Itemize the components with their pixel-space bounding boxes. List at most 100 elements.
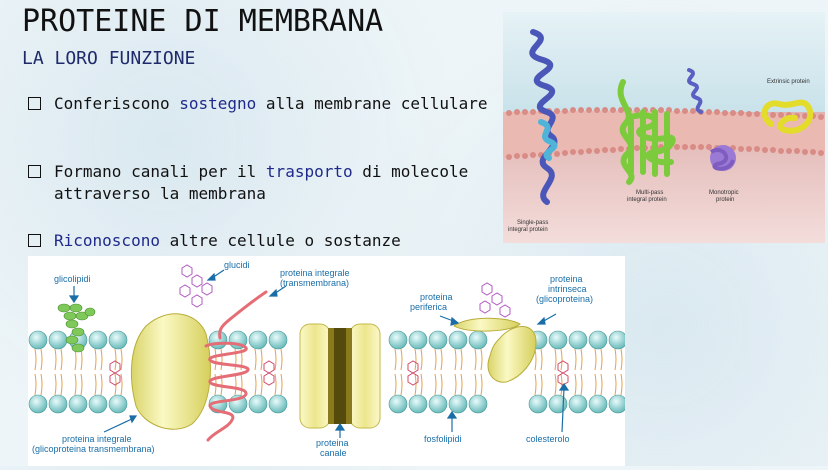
fatty-acid-tail	[394, 348, 397, 371]
fatty-acid-tail	[400, 348, 403, 371]
fatty-acid-tail	[280, 373, 283, 396]
fatty-acid-tail	[400, 373, 403, 396]
fatty-acid-tail	[440, 348, 443, 371]
bullet-keyword: sostegno	[179, 94, 257, 113]
label-integrale-1: proteina integrale	[280, 268, 350, 278]
fatty-acid-tail	[120, 348, 123, 371]
fatty-acid-tail	[54, 348, 57, 371]
monotropic-protein	[709, 145, 736, 171]
phospholipid-head	[568, 394, 588, 414]
checkbox-bullet-icon	[28, 234, 41, 247]
fatty-acid-tail	[540, 373, 543, 396]
label-canale-2: canale	[320, 448, 347, 458]
fatty-acid-tail	[454, 348, 457, 371]
phospholipid-head	[408, 394, 428, 414]
fatty-acid-tail	[60, 348, 63, 371]
label-intrinseca-3: (glicoproteina)	[536, 294, 593, 304]
glucidi-intrinsic-icon	[479, 282, 511, 318]
transmembrane-helix	[204, 290, 268, 442]
fatty-acid-tail	[100, 348, 103, 371]
phospholipid-head	[268, 394, 288, 414]
label-monotropic-1: Monotropic	[709, 190, 739, 196]
fatty-acid-tail	[554, 373, 557, 396]
phospholipid-head	[108, 394, 128, 414]
fatty-acid-tail	[614, 373, 617, 396]
fatty-acid-tail	[480, 373, 483, 396]
fatty-acid-tail	[280, 348, 283, 371]
label-intrinseca-1: proteina	[550, 274, 583, 284]
fatty-acid-tail	[100, 373, 103, 396]
phospholipid-head	[568, 330, 588, 350]
fatty-acid-tail	[54, 373, 57, 396]
bullet-keyword: Riconoscono	[54, 231, 160, 250]
label-singlepass-1: Single-pass	[517, 220, 548, 226]
fatty-acid-tail	[440, 373, 443, 396]
glucidi-icon	[179, 264, 213, 308]
label-glico-1: proteina integrale	[62, 434, 132, 444]
phospholipid-head	[28, 394, 48, 414]
fatty-acid-tail	[234, 373, 237, 396]
phospholipid-head	[548, 330, 568, 350]
label-extrinsic: Extrinsic protein	[767, 79, 810, 85]
checkbox-bullet-icon	[28, 97, 41, 110]
label-canale-1: proteina	[316, 438, 349, 448]
fatty-acid-tail	[254, 373, 257, 396]
slide-subtitle: LA LORO FUNZIONE	[22, 48, 196, 69]
fatty-acid-tail	[40, 348, 43, 371]
bullet-text-after: altre cellule o sostanze	[159, 231, 401, 250]
small-helix	[687, 68, 703, 114]
phospholipid-head	[428, 394, 448, 414]
label-arrows	[68, 269, 570, 438]
fatty-acid-tail	[454, 373, 457, 396]
bullet-keyword: trasporto	[265, 162, 353, 181]
phospholipid-head	[608, 330, 628, 350]
fatty-acid-tail	[474, 373, 477, 396]
label-multipass-1: Multi-pass	[636, 190, 663, 196]
label-singlepass-2: integral protein	[508, 227, 548, 233]
phospholipid-head	[428, 330, 448, 350]
fatty-acid-tail	[600, 348, 603, 371]
label-periferica-1: proteina	[420, 292, 453, 302]
fatty-acid-tail	[234, 348, 237, 371]
phospholipid-head	[608, 394, 628, 414]
phospholipid-head	[68, 394, 88, 414]
membrane-diagram: glicolipidi glucidi proteina integrale (…	[28, 256, 628, 466]
fatty-acid-tail	[420, 373, 423, 396]
fatty-acid-tail	[94, 373, 97, 396]
phospholipid-head	[88, 394, 108, 414]
phospholipid-head	[588, 394, 608, 414]
fatty-acid-tail	[260, 348, 263, 371]
fatty-acid-tail	[274, 373, 277, 396]
bullet-riconoscono: Riconoscono altre cellule o sostanze	[28, 230, 498, 252]
bullet-text-after: alla membrane cellulare	[256, 94, 488, 113]
fatty-acid-tail	[254, 348, 257, 371]
fatty-acid-tail	[214, 348, 217, 371]
bullet-trasporto: Formano canali per il trasporto di molec…	[28, 161, 498, 205]
fatty-acid-tail	[80, 373, 83, 396]
phospholipid-head	[268, 330, 288, 350]
phospholipid-head	[528, 394, 548, 414]
fatty-acid-tail	[80, 348, 83, 371]
fatty-acid-tail	[554, 348, 557, 371]
fatty-acid-tail	[414, 373, 417, 396]
label-periferica-2: periferica	[410, 302, 447, 312]
label-intrinseca-2: intrinseca	[548, 284, 587, 294]
phospholipid-head	[468, 330, 488, 350]
membrane-protein-render: Extrinsic protein Multi-pass integral pr…	[503, 12, 825, 243]
phospholipid-head	[468, 394, 488, 414]
fatty-acid-tail	[614, 348, 617, 371]
glycolipid-icon	[57, 303, 96, 353]
diagram-svg: glicolipidi glucidi proteina integrale (…	[28, 260, 628, 458]
fatty-acid-tail	[474, 348, 477, 371]
checkbox-bullet-icon	[28, 165, 41, 178]
fatty-acid-tail	[260, 373, 263, 396]
fatty-acid-tail	[580, 348, 583, 371]
label-glucidi: glucidi	[224, 260, 250, 270]
single-pass-tm-segment	[538, 119, 558, 161]
extracellular-space	[503, 12, 825, 112]
fatty-acid-tail	[460, 348, 463, 371]
fatty-acid-tail	[60, 373, 63, 396]
phospholipid-head	[448, 394, 468, 414]
fatty-acid-tail	[460, 373, 463, 396]
phospholipid-head	[248, 330, 268, 350]
